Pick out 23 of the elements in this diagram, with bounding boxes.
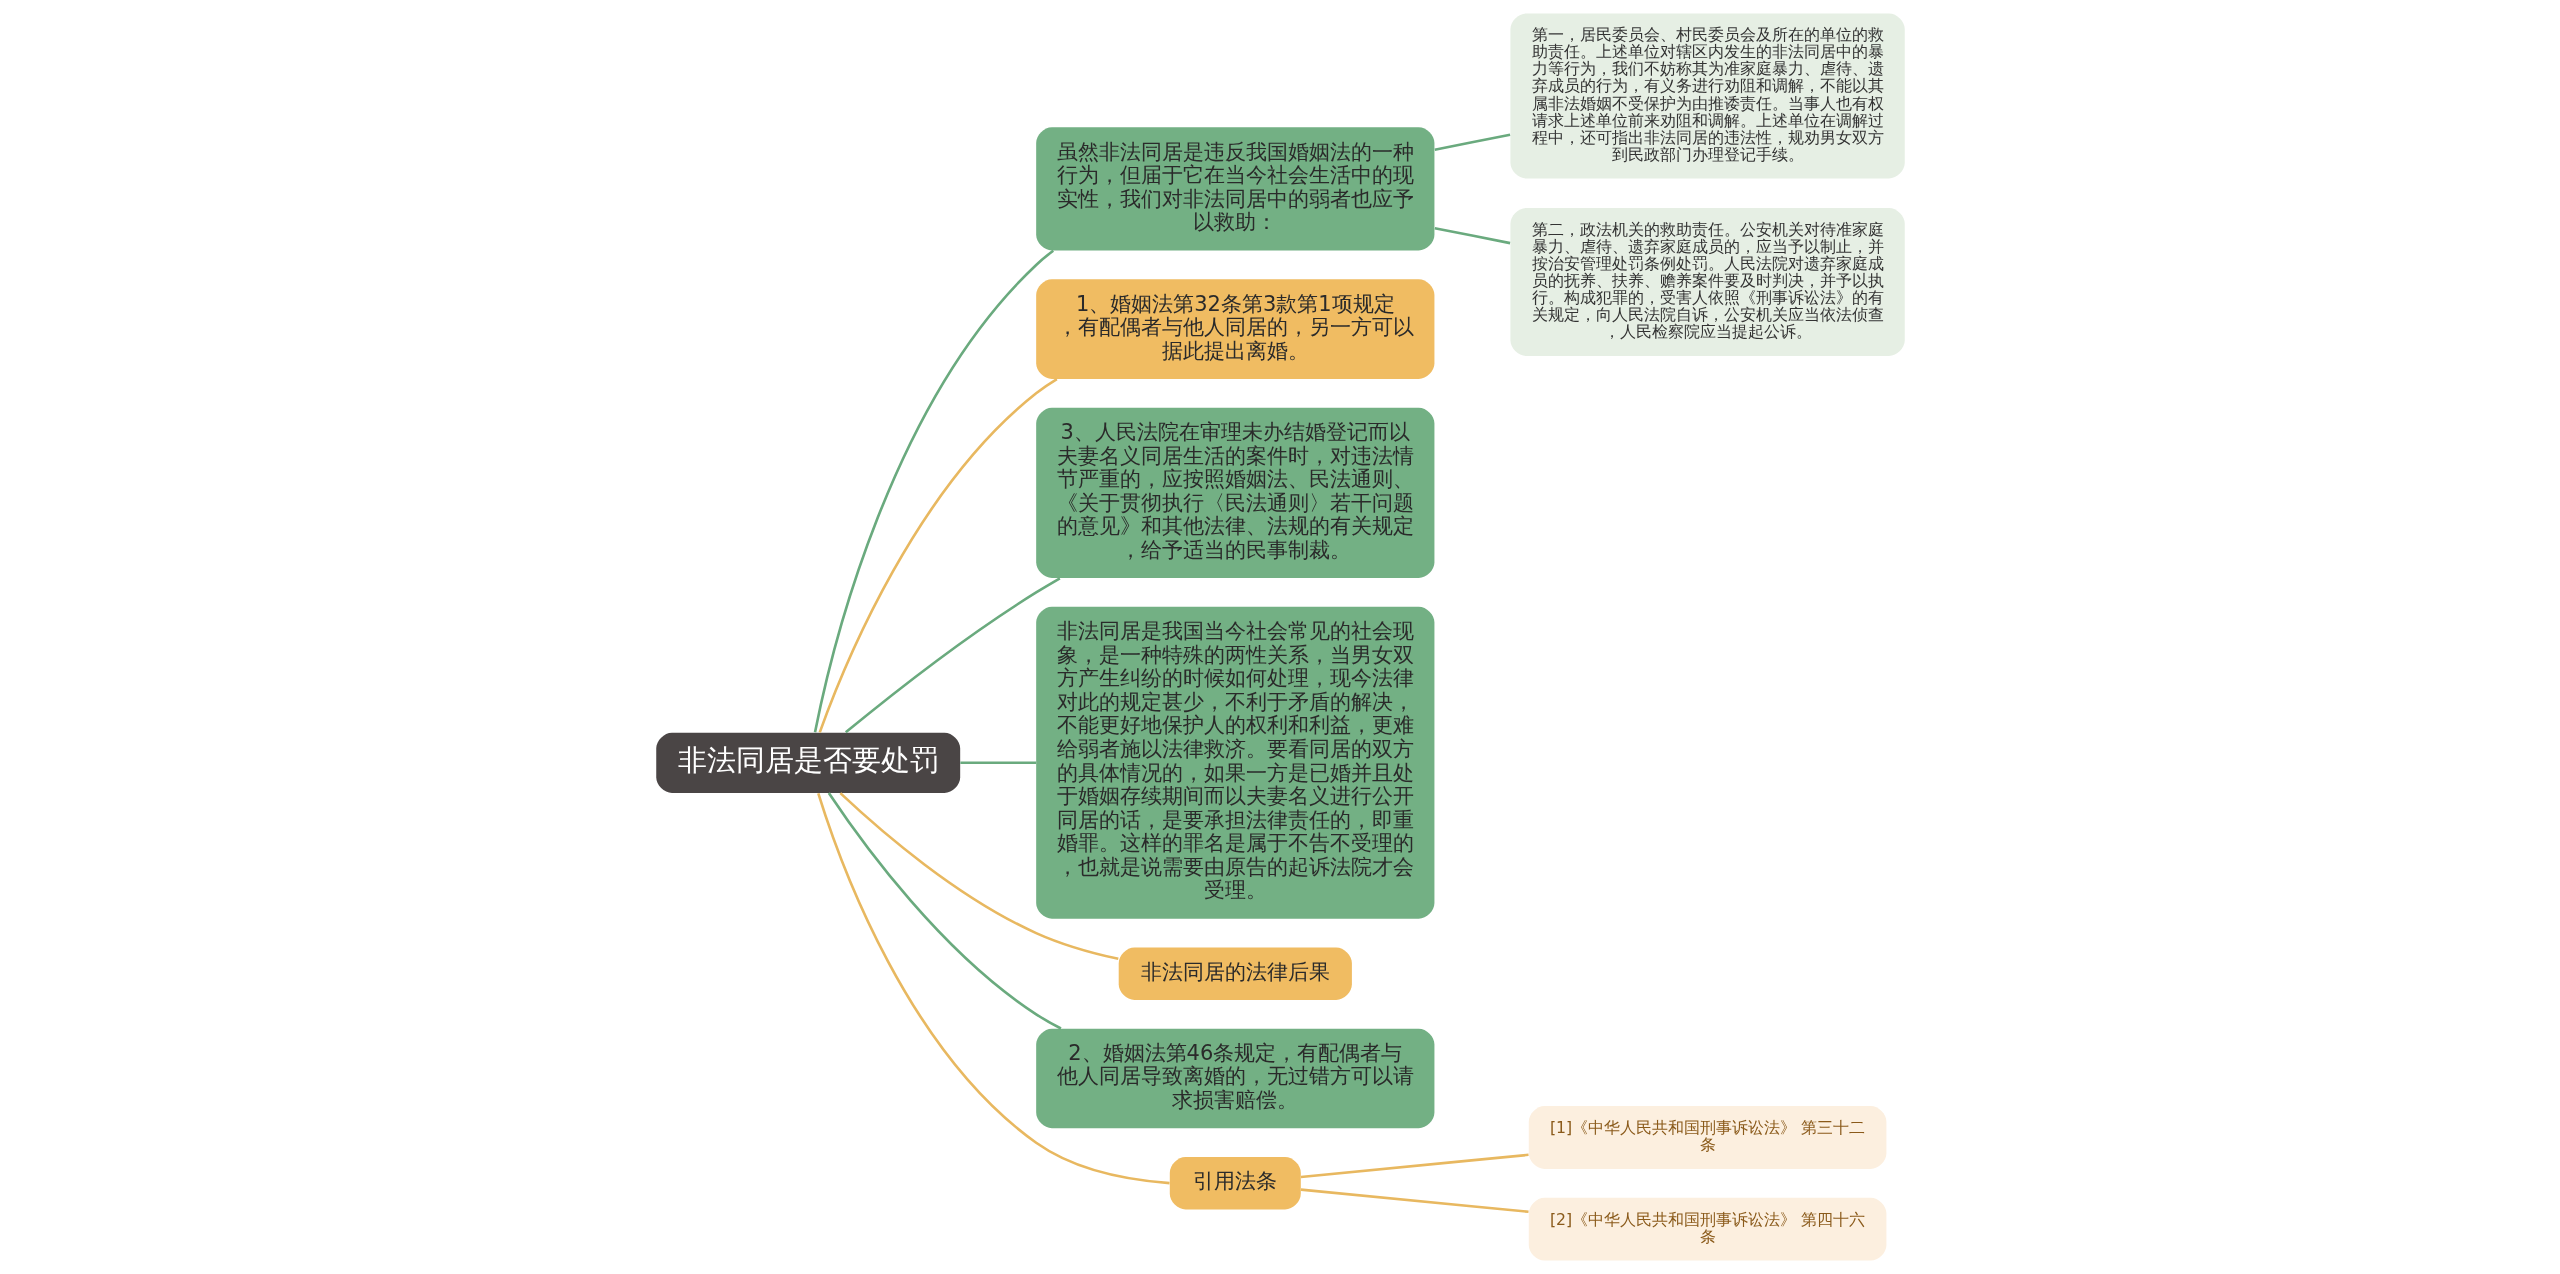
node-box: 引用法条 xyxy=(1169,1157,1301,1210)
connector xyxy=(844,577,1061,734)
node-box: [1]《中华人民共和国刑事诉讼法》 第三十二条 xyxy=(1528,1106,1886,1169)
node-box: 3、人民法院在审理未办结婚登记而以夫妻名义同居生活的案件时，对违法情节严重的，应按照婚姻法、民法通则、《关于贯彻执行〈民法通则〉若干问题的意见》和其他法律、法规的有关规定，给予适当的民事制裁。 xyxy=(1035,407,1434,579)
connector xyxy=(1434,226,1510,245)
connector xyxy=(827,792,1062,1030)
node-box: 2、婚姻法第46条规定，有配偶者与他人同居导致离婚的，无过错方可以请求损害赔偿。 xyxy=(1035,1028,1434,1129)
connector xyxy=(838,792,1119,961)
node-box: 非法同居的法律后果 xyxy=(1118,947,1352,1000)
node-box: 第二，政法机关的救助责任。公安机关对待准家庭暴力、虐待、遗弃家庭成员的，应当予以制止，并按治安管理处罚条例处罚。人民法院对遗弃家庭成员的抚养、扶养、赡养案件要及时判决，并予以执行。构成犯罪的，受害人依照《刑事诉讼法》的有关规定，向人民法院自诉，公安机关应当依法侦查，人民检察院应当提起公诉。 xyxy=(1509,207,1905,356)
connector xyxy=(959,761,1036,765)
node-box: 第一，居民委员会、村民委员会及所在的单位的救助责任。上述单位对辖区内发生的非法同居中的暴力等行为，我们不妨称其为准家庭暴力、虐待、遗弃成员的行为，有义务进行劝阻和调解，不能以其属非法婚姻不受保护为由推诿责任。当事人也有权请求上述单位前来劝阻和调解。上述单位在调解过程中，还可指出非法同居的违法性，规劝男女双方到民政部门办理登记手续。 xyxy=(1509,13,1905,179)
node-box: 1、婚姻法第32条第3款第1项规定，有配偶者与他人同居的，另一方可以据此提出离婚。 xyxy=(1035,279,1434,379)
node-box: 非法同居是否要处罚 xyxy=(655,732,960,793)
connector xyxy=(813,249,1054,733)
node-box: 虽然非法同居是违反我国婚姻法的一种行为，但届于它在当今社会生活中的现实性，我们对非法同居中的弱者也应予以救助： xyxy=(1035,127,1434,251)
connector xyxy=(816,792,1170,1185)
connector xyxy=(1300,1188,1529,1214)
connector xyxy=(1300,1153,1529,1179)
connector xyxy=(818,377,1058,733)
node-box: [2]《中华人民共和国刑事诉讼法》 第四十六条 xyxy=(1528,1197,1886,1261)
node-box: 非法同居是我国当今社会常见的社会现象，是一种特殊的两性关系，当男女双方产生纠纷的时候如何处理，现今法律对此的规定甚少，不利于矛盾的解决，不能更好地保护人的权利和利益，更难给弱者施以法律救济。要看同居的双方的具体情况的，如果一方是已婚并且处于婚姻存续期间而以夫妻名义进行公开同居的话，是要承担法律责任的，即重婚罪。这样的罪名是属于不告不受理的，也就是说需要由原告的起诉法院才会受理。 xyxy=(1035,606,1434,919)
connector xyxy=(1434,133,1510,151)
